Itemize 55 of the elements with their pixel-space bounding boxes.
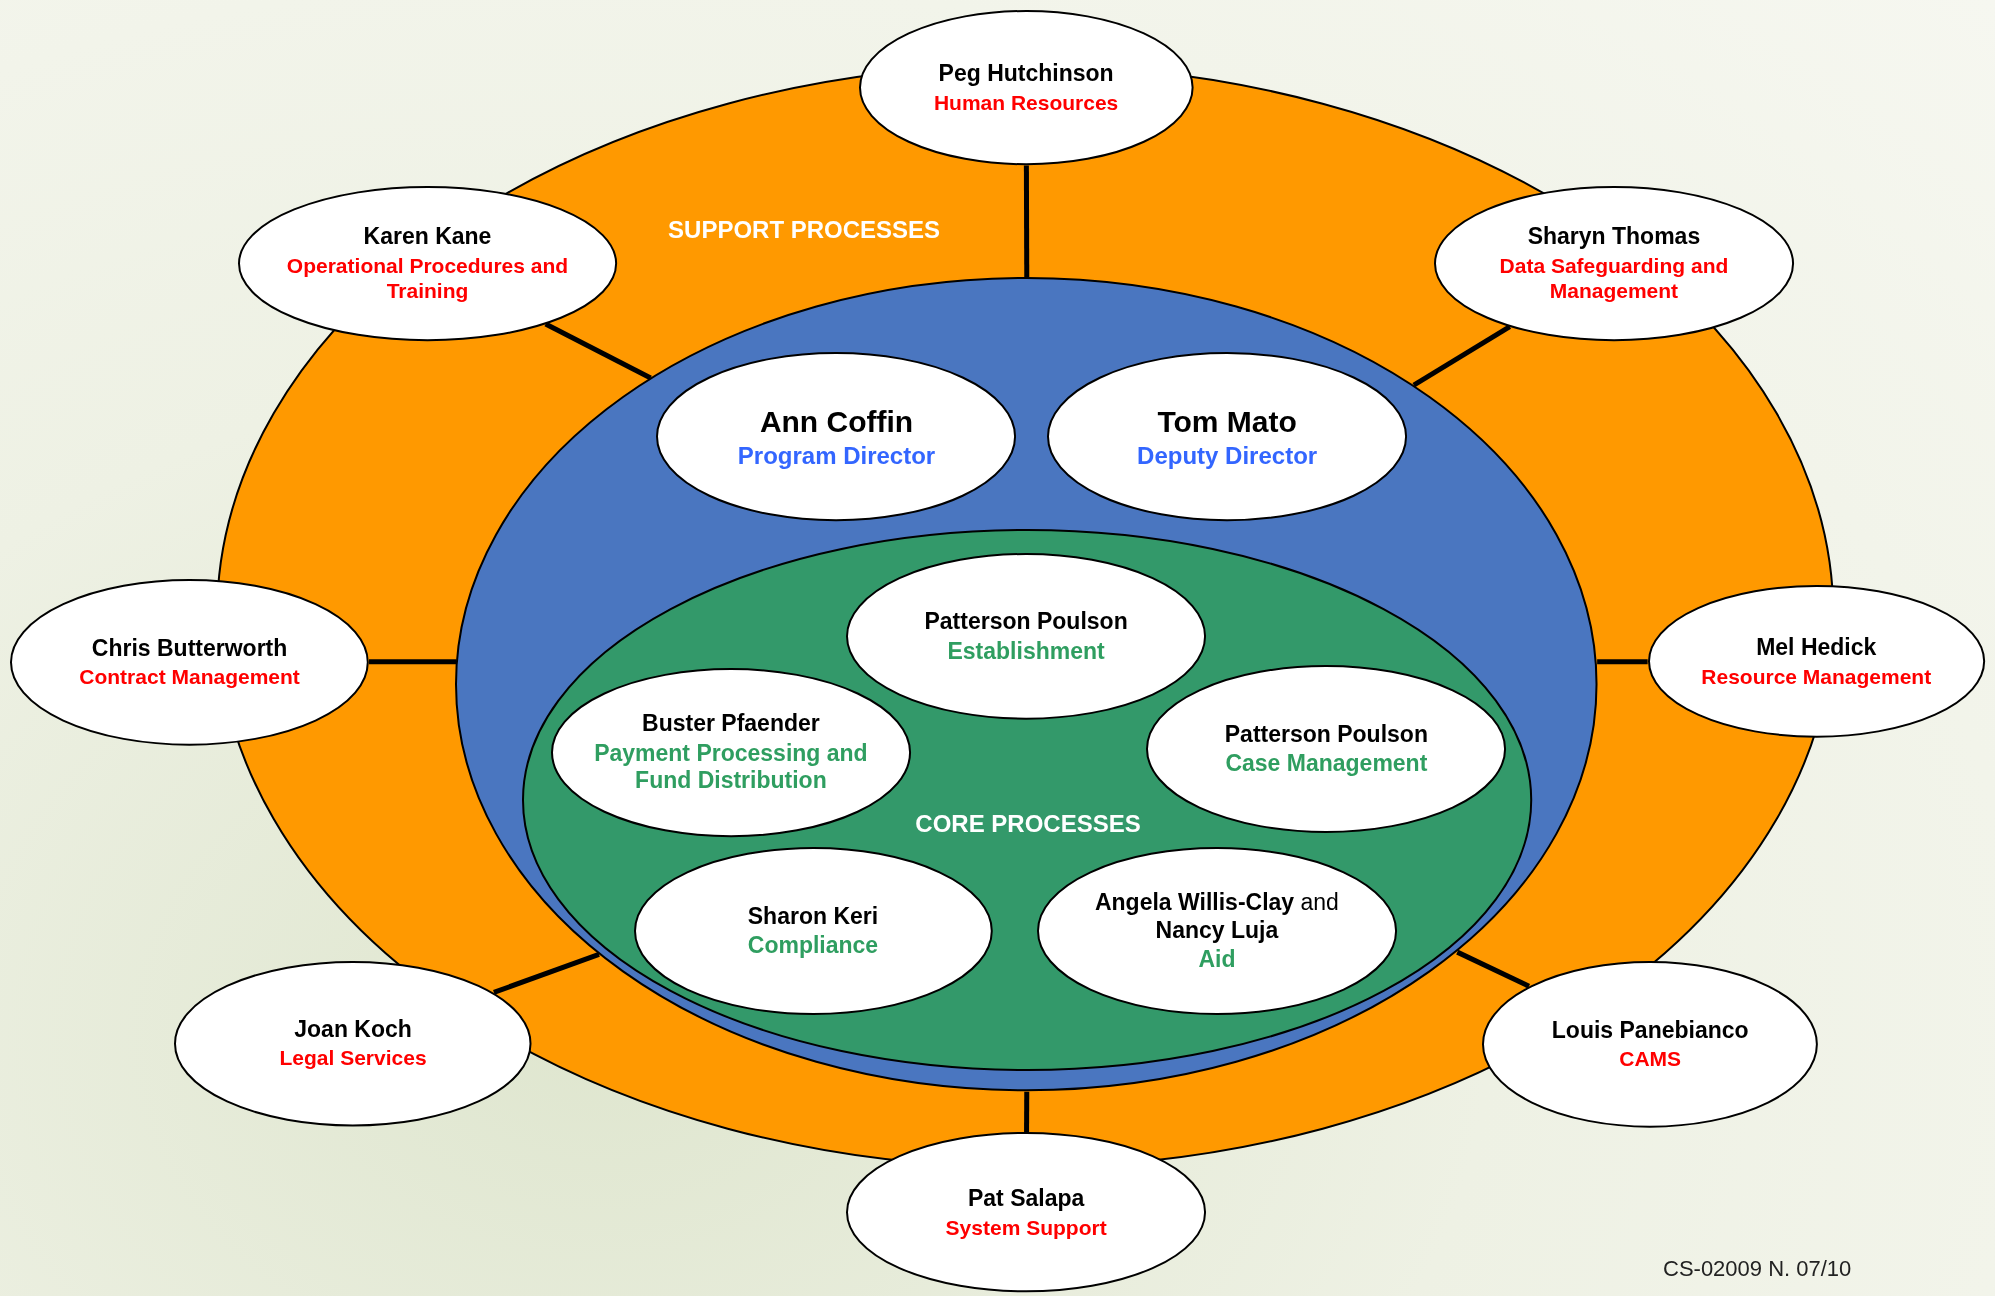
role-title: Data Safeguarding and Management	[1498, 252, 1730, 304]
person-ellipse	[858, 10, 1194, 166]
connector-line	[1023, 165, 1030, 278]
person-ellipse	[1047, 352, 1408, 522]
person-name: Sharon Keri	[747, 902, 879, 931]
connector-line	[493, 952, 600, 995]
person-ellipse	[1146, 665, 1507, 834]
role-title: Case Management	[1225, 750, 1428, 778]
role-title: Compliance	[747, 932, 879, 960]
process-ring	[521, 529, 1532, 1072]
role-title: Deputy Director	[1137, 441, 1318, 471]
person-name: Pat Salapa	[967, 1185, 1085, 1213]
person-name: Patterson Poulson	[1224, 720, 1428, 749]
role-title: Aid	[1198, 946, 1236, 974]
role-title: System Support	[945, 1214, 1107, 1240]
person-ellipse	[846, 1132, 1207, 1293]
person-ellipse	[1647, 585, 1985, 738]
person-name: Louis Panebianco	[1551, 1016, 1749, 1045]
connector-line	[1456, 949, 1531, 989]
role-title: Resource Management	[1701, 663, 1932, 689]
person-name: Karen Kane	[363, 223, 492, 251]
group-label: SUPPORT PROCESSES	[668, 216, 941, 245]
connector-line	[1024, 1091, 1030, 1133]
person-ellipse	[656, 352, 1017, 522]
person-name: Joan Koch	[294, 1015, 412, 1044]
person-name: Mel Hedick	[1756, 634, 1877, 662]
role-title: Legal Services	[279, 1045, 427, 1071]
role-title: Operational Procedures and Training	[285, 252, 570, 304]
person-name: Patterson Poulson	[924, 608, 1128, 636]
connector-line	[368, 659, 457, 665]
person-ellipse	[174, 960, 532, 1126]
person-name: Ann Coffin	[759, 403, 914, 440]
role-title: Human Resources	[933, 90, 1119, 116]
role-title: Program Director	[737, 441, 936, 471]
connector-line	[1412, 324, 1512, 388]
person-ellipse	[633, 847, 993, 1016]
person-name: Buster Pfaender	[642, 710, 820, 738]
person-ellipse	[846, 553, 1207, 721]
connector-line	[544, 321, 652, 381]
role-title: Contract Management	[79, 664, 300, 690]
person-name: Tom Mato	[1157, 403, 1297, 440]
group-label: CORE PROCESSES	[915, 810, 1141, 839]
person-name: Angela Willis-Clay and Nancy Luja	[1093, 888, 1340, 945]
person-name: Peg Hutchinson	[938, 60, 1114, 88]
connector-line	[1597, 659, 1648, 665]
person-ellipse	[550, 667, 911, 838]
person-name: Sharyn Thomas	[1527, 223, 1701, 251]
role-title: Establishment	[947, 637, 1105, 666]
person-ellipse	[1036, 847, 1397, 1016]
role-title: CAMS	[1619, 1046, 1682, 1072]
person-ellipse	[10, 578, 369, 746]
person-name: Chris Butterworth	[91, 634, 288, 663]
document-code: CS-02009 N. 07/10	[1663, 1256, 1852, 1282]
person-ellipse	[1482, 960, 1819, 1128]
role-title: Payment Processing and Fund Distribution	[593, 739, 869, 795]
